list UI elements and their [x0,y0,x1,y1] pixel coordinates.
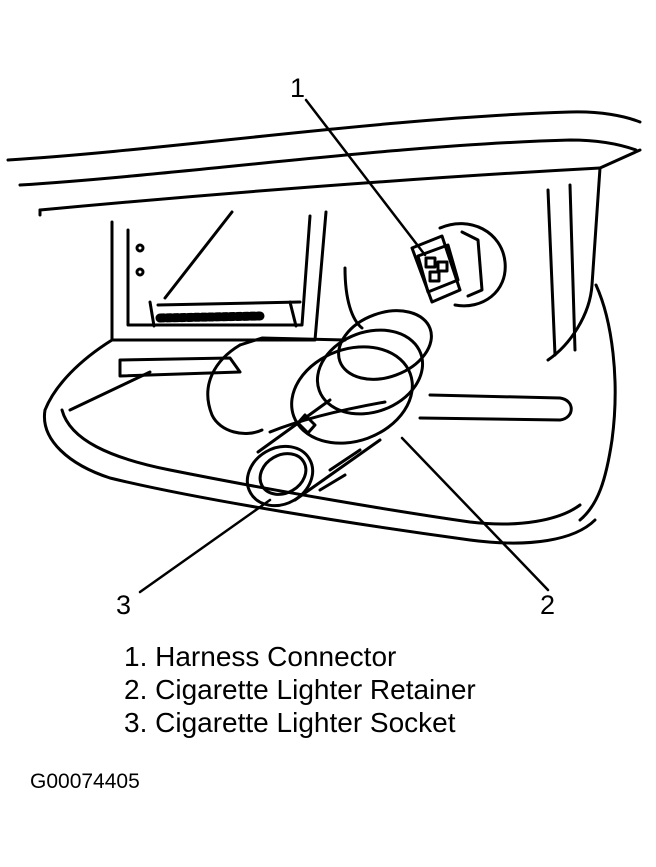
callout-2: 2 [540,590,556,620]
callout-3: 3 [116,590,132,620]
console-opening [110,210,328,342]
lighter-socket-illustration [6,98,642,594]
legend-list: 1. Harness Connector 2. Cigarette Lighte… [124,640,476,739]
leader-line-1 [304,98,427,257]
lighter-socket-assembly [206,309,433,508]
instrument-panel [6,110,642,362]
leader-line-3 [138,498,272,594]
leader-line-2 [400,436,550,592]
leader-lines [138,98,550,594]
legend-item-lighter-retainer: 2. Cigarette Lighter Retainer [124,674,476,705]
callout-1: 1 [290,73,306,103]
figure-id: G00074405 [30,770,140,793]
lower-trim [42,283,617,545]
legend-item-lighter-socket: 3. Cigarette Lighter Socket [124,707,456,738]
legend-item-harness-connector: 1. Harness Connector [124,641,397,672]
harness-connector [410,222,507,308]
